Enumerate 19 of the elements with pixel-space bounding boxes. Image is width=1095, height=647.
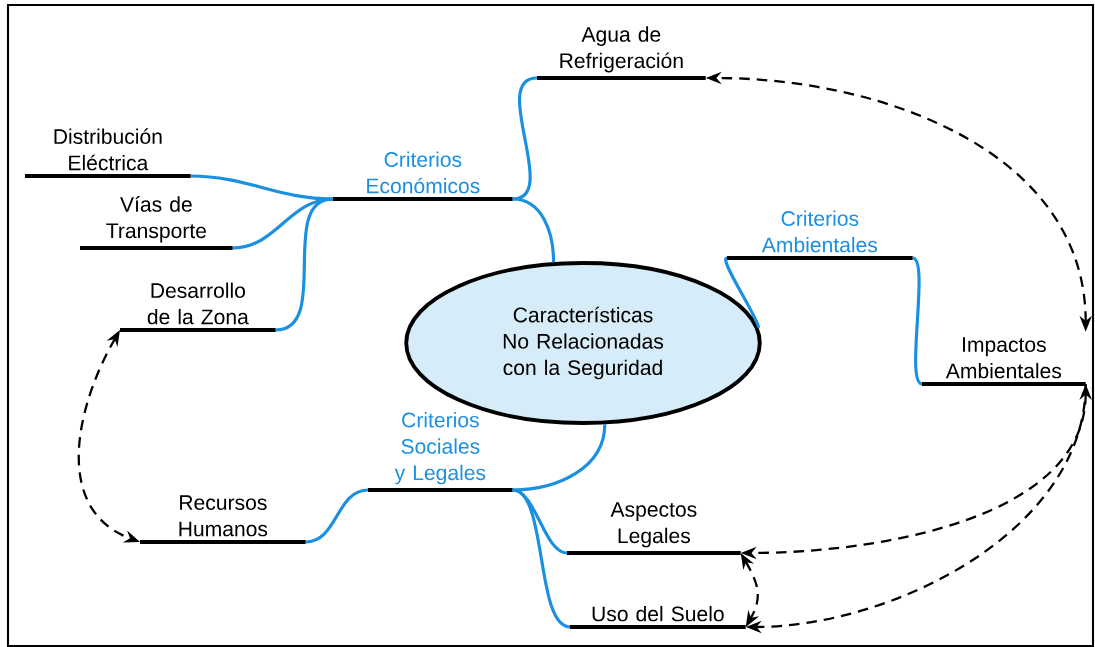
connector-line (512, 488, 571, 629)
underlined-label: Distribución Eléctrica (25, 128, 191, 179)
connector-line (512, 76, 538, 201)
underlined-label: Criterios Económicos (333, 151, 513, 202)
underlined-label: Aspectos Legales (567, 502, 741, 556)
connector-line (275, 197, 334, 332)
connector-line (512, 424, 607, 492)
underlined-label: Vías de Transporte (80, 196, 233, 251)
underlined-label: Recursos Humanos (140, 495, 306, 545)
connector-line (911, 256, 923, 386)
underlined-label: Agua de Refrigeración (537, 26, 706, 81)
connector-line (305, 488, 369, 544)
connector-line (724, 257, 761, 328)
underlined-label: Uso del Suelo (570, 605, 746, 630)
connector-line (512, 197, 556, 263)
underlined-label: Desarrollo de la Zona (120, 282, 276, 333)
underlined-label: Criterios Ambientales (727, 210, 913, 261)
connector-line (190, 174, 334, 201)
underlined-label: Impactos Ambientales (922, 337, 1086, 387)
